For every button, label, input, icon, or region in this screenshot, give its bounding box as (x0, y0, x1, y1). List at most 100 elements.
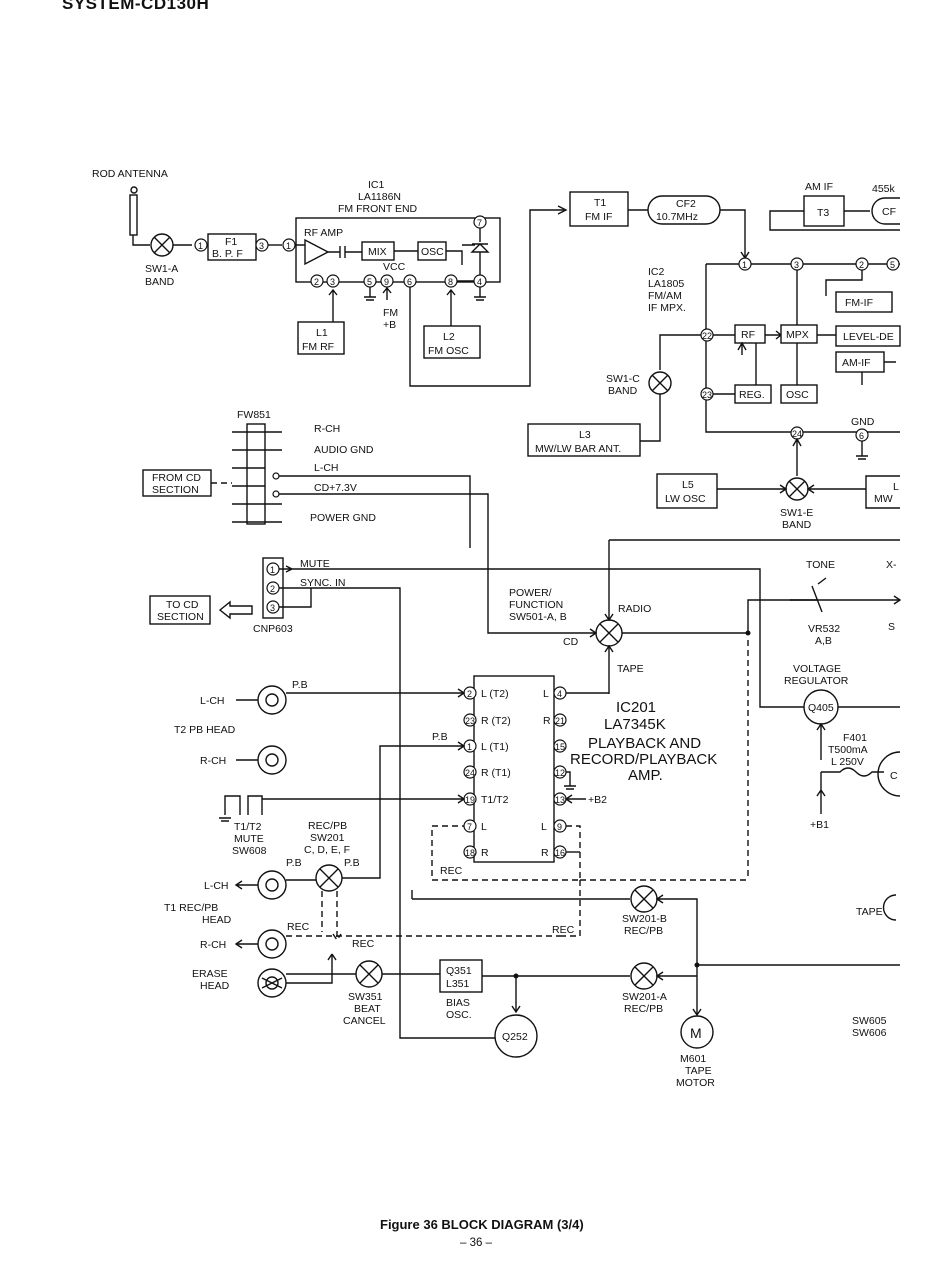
ic2-rf-block (734, 324, 766, 344)
svg-text:2: 2 (314, 277, 319, 287)
sw1e-label: SW1-E (780, 507, 813, 519)
mw-label: MW (874, 493, 893, 505)
sw1a-band-switch-icon (150, 233, 174, 257)
svg-text:13: 13 (555, 795, 565, 805)
svg-text:4: 4 (477, 277, 482, 287)
svg-text:1: 1 (467, 742, 472, 752)
vr532-label: VR532 (808, 623, 840, 635)
455k-label: 455k (872, 183, 896, 195)
erase-head-icon (257, 968, 287, 998)
svg-text:24: 24 (792, 429, 802, 439)
fw851-lch: L-CH (314, 462, 339, 474)
l2-ref: L2 (443, 331, 455, 343)
gnd-label: GND (851, 416, 875, 428)
mute-label: MUTE (300, 558, 330, 570)
ic201-rpin-r: R (543, 715, 551, 727)
sw351-beat: BEAT (354, 1003, 381, 1015)
l5-label: LW OSC (665, 493, 706, 505)
l5-lw-osc-block (656, 473, 718, 509)
osc-label: OSC (421, 246, 444, 258)
l5-ref: L5 (682, 479, 694, 491)
ic1-fm-front-end-block (295, 217, 501, 283)
svg-text:12: 12 (555, 768, 565, 778)
mix-label: MIX (368, 246, 387, 258)
ic201-right-pins: 4 21 15 12 13 9 16 (553, 686, 567, 859)
l3-label: MW/LW BAR ANT. (535, 443, 621, 455)
svg-text:24: 24 (465, 768, 475, 778)
recpb-label: REC/PB (308, 820, 347, 832)
ic2-osc-label: OSC (786, 389, 809, 401)
svg-text:5: 5 (367, 277, 372, 287)
from-cd-label: FROM CD (152, 472, 201, 484)
ic201-pin-r-t1: R (T1) (481, 767, 511, 779)
tone-label: TONE (806, 559, 835, 571)
ic1-part: LA1186N (358, 191, 401, 203)
sw1a-band-label: BAND (145, 276, 175, 288)
q252-circle (494, 1014, 538, 1058)
t1-label: FM IF (585, 211, 612, 223)
ic201-pin-l-t1: L (T1) (481, 741, 509, 753)
sw201-recpb-switch-icon (315, 864, 343, 892)
b1-label: +B1 (810, 819, 829, 831)
sw201a-recpb: REC/PB (624, 1003, 663, 1015)
svg-text:C: C (890, 770, 898, 782)
ic201-pin-t1t2: T1/T2 (481, 794, 509, 806)
ic201-rpin-r2: R (541, 847, 549, 859)
svg-text:1: 1 (286, 241, 291, 251)
t2-rch-label: R-CH (200, 755, 226, 767)
power-function-label: POWER/ (509, 587, 552, 599)
ic201-pin-l: L (481, 821, 487, 833)
ic201-left-pins: 2 23 1 24 19 7 18 (463, 686, 477, 859)
svg-text:16: 16 (555, 848, 565, 858)
t1-head-label: HEAD (202, 914, 232, 926)
sw351-cancel: CANCEL (343, 1015, 386, 1027)
svg-text:3: 3 (330, 277, 335, 287)
l2-fm-osc-block (423, 325, 481, 359)
fw851-audio-gnd: AUDIO GND (314, 444, 374, 456)
sw1c-band-label: BAND (608, 385, 638, 397)
cf-label: CF (882, 206, 896, 218)
svg-text:7: 7 (467, 822, 472, 832)
tape-label: TAPE (617, 663, 644, 675)
ic201-ref: IC201 (616, 699, 656, 716)
l1-ref: L1 (316, 327, 328, 339)
q252-label: Q252 (502, 1031, 528, 1043)
bpf-ref: F1 (225, 236, 237, 248)
sw605-label: SW605 (852, 1015, 887, 1027)
svg-text:3: 3 (270, 603, 275, 613)
svg-text:1: 1 (198, 241, 203, 251)
fw851-cd73: CD+7.3V (314, 482, 357, 494)
svg-text:2: 2 (859, 260, 864, 270)
l351-ref: L351 (446, 978, 470, 990)
m601-motor: MOTOR (676, 1077, 715, 1089)
pb-label-4: P.B (344, 857, 360, 869)
l1-fm-rf-block (297, 321, 345, 355)
fw851-label: FW851 (237, 409, 271, 421)
t1-lch-label: L-CH (204, 880, 229, 892)
sw501-label: SW501-A, B (509, 611, 567, 623)
bpf-pin-1 (194, 238, 208, 252)
from-cd-section-block (142, 469, 212, 497)
sw351-beat-cancel-switch-icon (355, 960, 383, 988)
tape-motor-icon (680, 1015, 714, 1049)
am-if-label: AM IF (805, 181, 833, 193)
ic201-rpin-l2: L (541, 821, 547, 833)
svg-text:7: 7 (477, 218, 482, 228)
q351-ref: Q351 (446, 965, 472, 977)
t1-recpb-head-label: T1 REC/PB (164, 902, 218, 914)
fm-if-label: FM-IF (845, 297, 873, 309)
bias-label: BIAS (446, 997, 470, 1009)
l1-label: FM RF (302, 341, 334, 353)
sw1e-band-label: BAND (782, 519, 812, 531)
radio-label: RADIO (618, 603, 651, 615)
fm-if-block (835, 291, 893, 313)
vr532-pot-icon (790, 577, 827, 613)
ic2-osc-block (780, 384, 818, 404)
sw201a-switch-icon (630, 962, 658, 990)
ic201-rec-label: REC (440, 865, 463, 877)
ic2-part: LA1805 (648, 278, 684, 290)
ic2-name: IF MPX. (648, 302, 686, 314)
t1-rch-label: R-CH (200, 939, 226, 951)
sw201b-recpb: REC/PB (624, 925, 663, 937)
erase-label: ERASE (192, 968, 228, 980)
